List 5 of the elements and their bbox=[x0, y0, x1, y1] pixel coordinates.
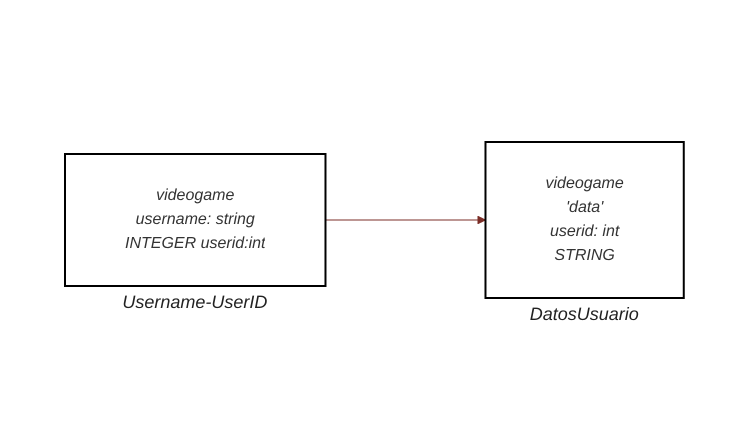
arrow bbox=[324, 215, 486, 224]
diagram-caption: Username-UserID bbox=[122, 292, 268, 312]
node-box bbox=[64, 152, 326, 286]
node-box bbox=[484, 140, 684, 298]
diagram-caption: DatosUsuario bbox=[530, 304, 639, 324]
